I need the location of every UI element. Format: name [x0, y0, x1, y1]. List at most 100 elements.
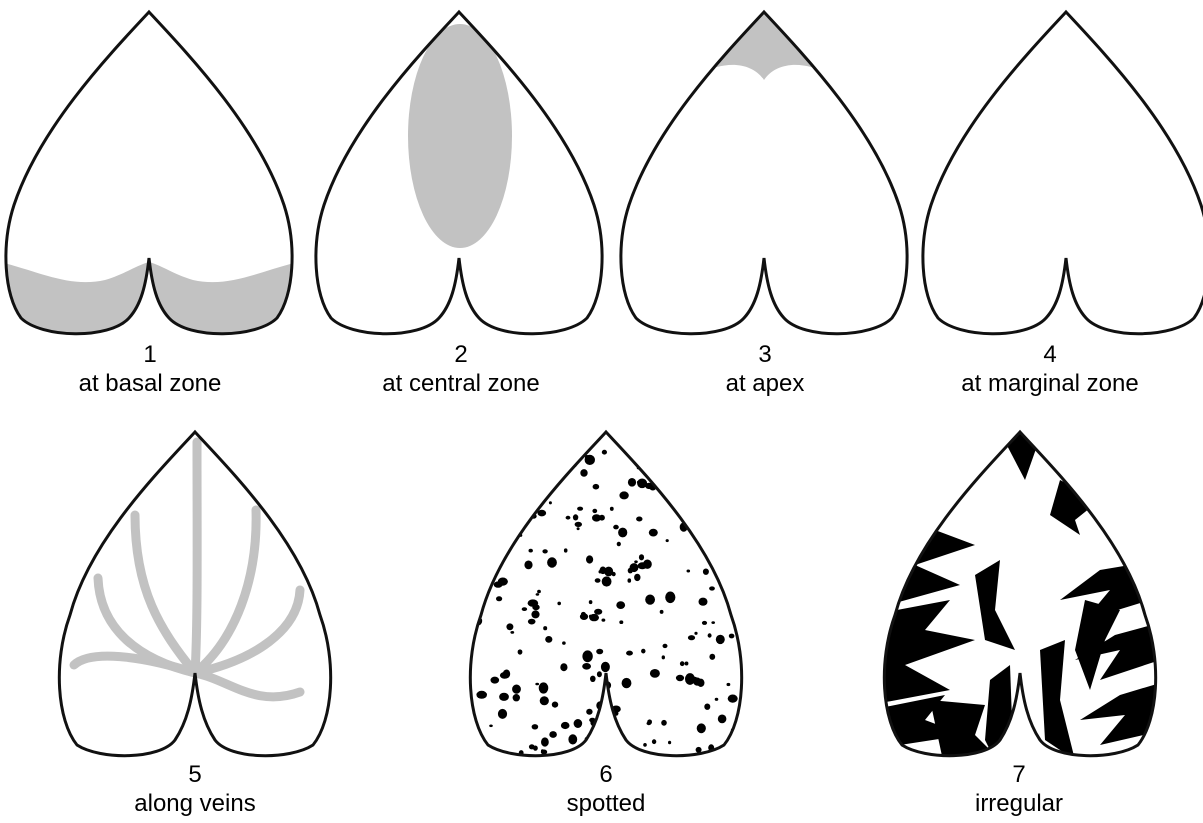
- spot: [557, 602, 561, 606]
- caption-basal-zone: 1 at basal zone: [0, 340, 300, 398]
- spot: [529, 549, 533, 553]
- caption-label: at basal zone: [0, 369, 300, 398]
- spot: [702, 621, 707, 625]
- spot: [646, 436, 649, 438]
- spot: [602, 576, 612, 586]
- spot: [704, 704, 710, 710]
- leaf-central-zone: [316, 12, 602, 334]
- spot: [481, 553, 488, 561]
- caption-number: 2: [311, 340, 611, 369]
- spot: [729, 634, 735, 639]
- spot: [542, 549, 547, 553]
- spot: [522, 607, 527, 611]
- spot: [682, 440, 689, 446]
- spot: [688, 511, 698, 519]
- spot: [645, 595, 655, 605]
- spot: [552, 702, 558, 708]
- spot: [472, 514, 476, 517]
- leaf-spotted: [467, 430, 745, 766]
- spot: [643, 743, 647, 747]
- spot: [502, 434, 511, 444]
- spot: [730, 459, 739, 466]
- spot: [634, 560, 638, 563]
- spot: [618, 528, 627, 538]
- central-variegation: [408, 24, 512, 248]
- caption-number: 6: [456, 760, 756, 789]
- caption-spotted: 6 spotted: [456, 760, 756, 818]
- leaf-apex: [621, 0, 907, 334]
- spot: [482, 516, 489, 523]
- caption-irregular: 7 irregular: [869, 760, 1169, 818]
- spot: [696, 747, 702, 753]
- caption-label: at marginal zone: [900, 369, 1200, 398]
- spot: [540, 696, 549, 705]
- spot: [476, 691, 487, 699]
- spot: [711, 621, 715, 624]
- leaf-along-veins: [59, 432, 330, 756]
- spot: [524, 561, 532, 570]
- spot: [601, 662, 610, 672]
- spot: [581, 612, 586, 616]
- spot: [529, 744, 535, 749]
- spot: [499, 693, 509, 701]
- spot: [548, 474, 552, 477]
- spot: [703, 569, 709, 575]
- spot: [537, 590, 541, 594]
- spot: [605, 730, 615, 737]
- spot: [467, 594, 473, 599]
- caption-label: irregular: [869, 789, 1169, 818]
- spot: [634, 574, 640, 581]
- spot: [590, 676, 596, 682]
- spot: [511, 430, 520, 441]
- spot: [718, 715, 727, 724]
- spot: [727, 539, 733, 545]
- spot: [562, 641, 566, 644]
- spot: [693, 491, 699, 496]
- spot: [707, 447, 715, 453]
- spot: [734, 435, 738, 439]
- spot: [542, 446, 551, 454]
- spot: [727, 683, 731, 686]
- spot: [650, 669, 660, 678]
- spot: [685, 673, 695, 685]
- spot: [582, 650, 592, 662]
- spot: [697, 723, 706, 733]
- spot: [586, 709, 592, 715]
- spot: [715, 698, 719, 701]
- spot: [668, 741, 671, 745]
- spot: [562, 438, 567, 444]
- spot: [532, 724, 539, 729]
- spot: [645, 458, 652, 464]
- spot: [589, 600, 593, 604]
- spot: [577, 527, 580, 530]
- spot: [528, 619, 536, 625]
- spot: [472, 482, 480, 491]
- leaf-irregular: [870, 432, 1170, 770]
- spot: [652, 739, 656, 744]
- spot: [531, 610, 539, 618]
- spot: [649, 529, 658, 537]
- spot: [680, 661, 685, 666]
- spot: [613, 525, 619, 530]
- spot: [592, 509, 597, 513]
- spot: [503, 517, 511, 523]
- spot: [639, 554, 644, 560]
- spot: [626, 651, 633, 656]
- spot: [602, 450, 607, 455]
- spot: [723, 530, 733, 540]
- spot: [586, 555, 593, 563]
- spot: [665, 592, 675, 604]
- spot: [469, 544, 477, 550]
- spot: [708, 633, 712, 637]
- spot: [726, 433, 731, 438]
- spot: [566, 516, 571, 520]
- spot: [580, 435, 587, 443]
- spot: [514, 446, 518, 449]
- spot: [717, 564, 726, 572]
- spot: [637, 481, 640, 484]
- spot: [628, 478, 636, 487]
- spot: [508, 488, 513, 493]
- spot: [518, 649, 523, 654]
- caption-along-veins: 5 along veins: [45, 760, 345, 818]
- spot: [545, 636, 552, 643]
